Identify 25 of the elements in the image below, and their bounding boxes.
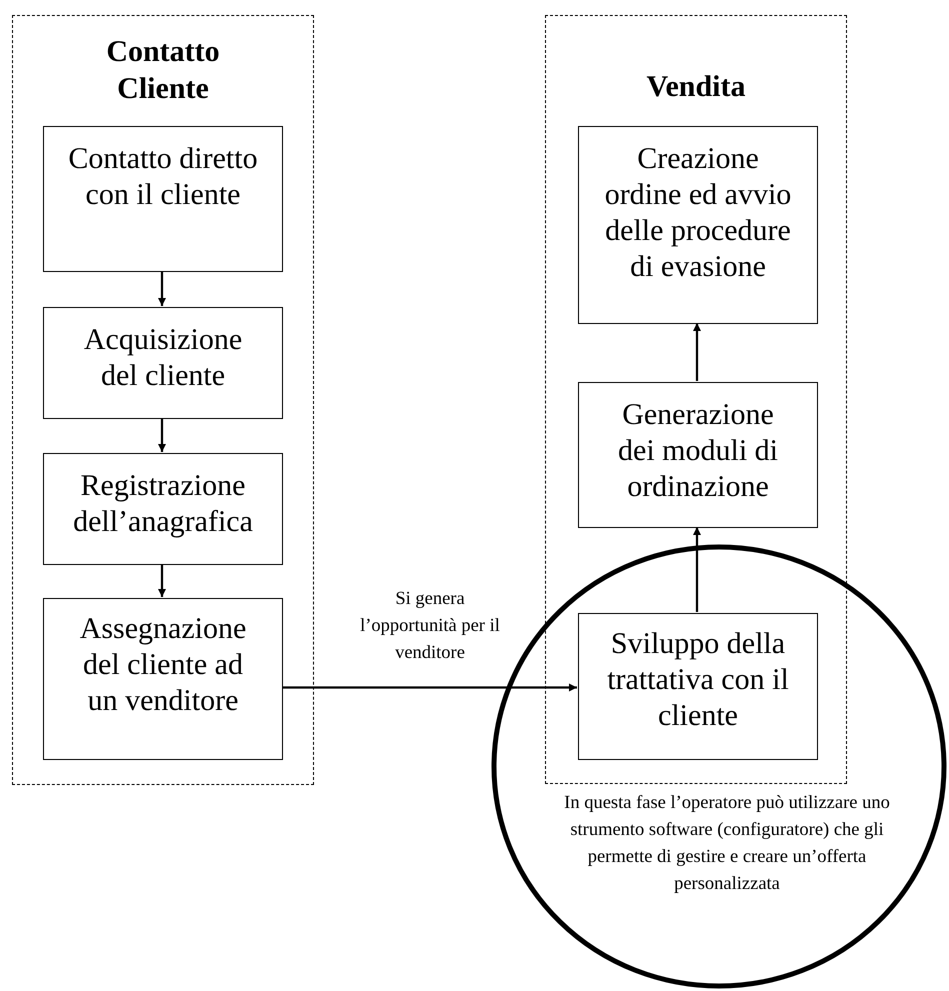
box-text: Generazione dei moduli di ordinazione [617, 397, 779, 505]
box-text: Contatto diretto con il cliente [67, 141, 259, 213]
box-text: Creazione ordine ed avvio delle procedure di evasione [604, 141, 792, 285]
process-box [43, 307, 283, 419]
process-box [43, 598, 283, 760]
box-text: Assegnazione del cliente ad un venditore [78, 611, 248, 719]
box-text: Sviluppo della trattativa con il cliente [606, 626, 790, 734]
process-box [43, 126, 283, 272]
process-box [578, 126, 818, 324]
process-box [43, 453, 283, 565]
arrow [158, 418, 166, 452]
group-title: Vendita [646, 69, 746, 105]
box-text: Acquisizione del cliente [82, 322, 244, 394]
arrow [158, 564, 166, 597]
arrow [282, 684, 577, 692]
dashed-group-frame [545, 15, 847, 784]
arrow [693, 527, 701, 612]
arrow [158, 271, 166, 306]
process-box [578, 613, 818, 760]
box-text: Registrazione dell’anagrafica [72, 468, 254, 540]
group-title: Contatto Cliente [105, 34, 221, 107]
arrow [693, 323, 701, 381]
process-box [578, 382, 818, 528]
dashed-group-frame [12, 15, 314, 785]
note-text: In questa fase l’operatore può utilizzare uno strumento software (configuratore) che gli permette di gestire e creare un’offerta personalizzata [563, 792, 891, 896]
